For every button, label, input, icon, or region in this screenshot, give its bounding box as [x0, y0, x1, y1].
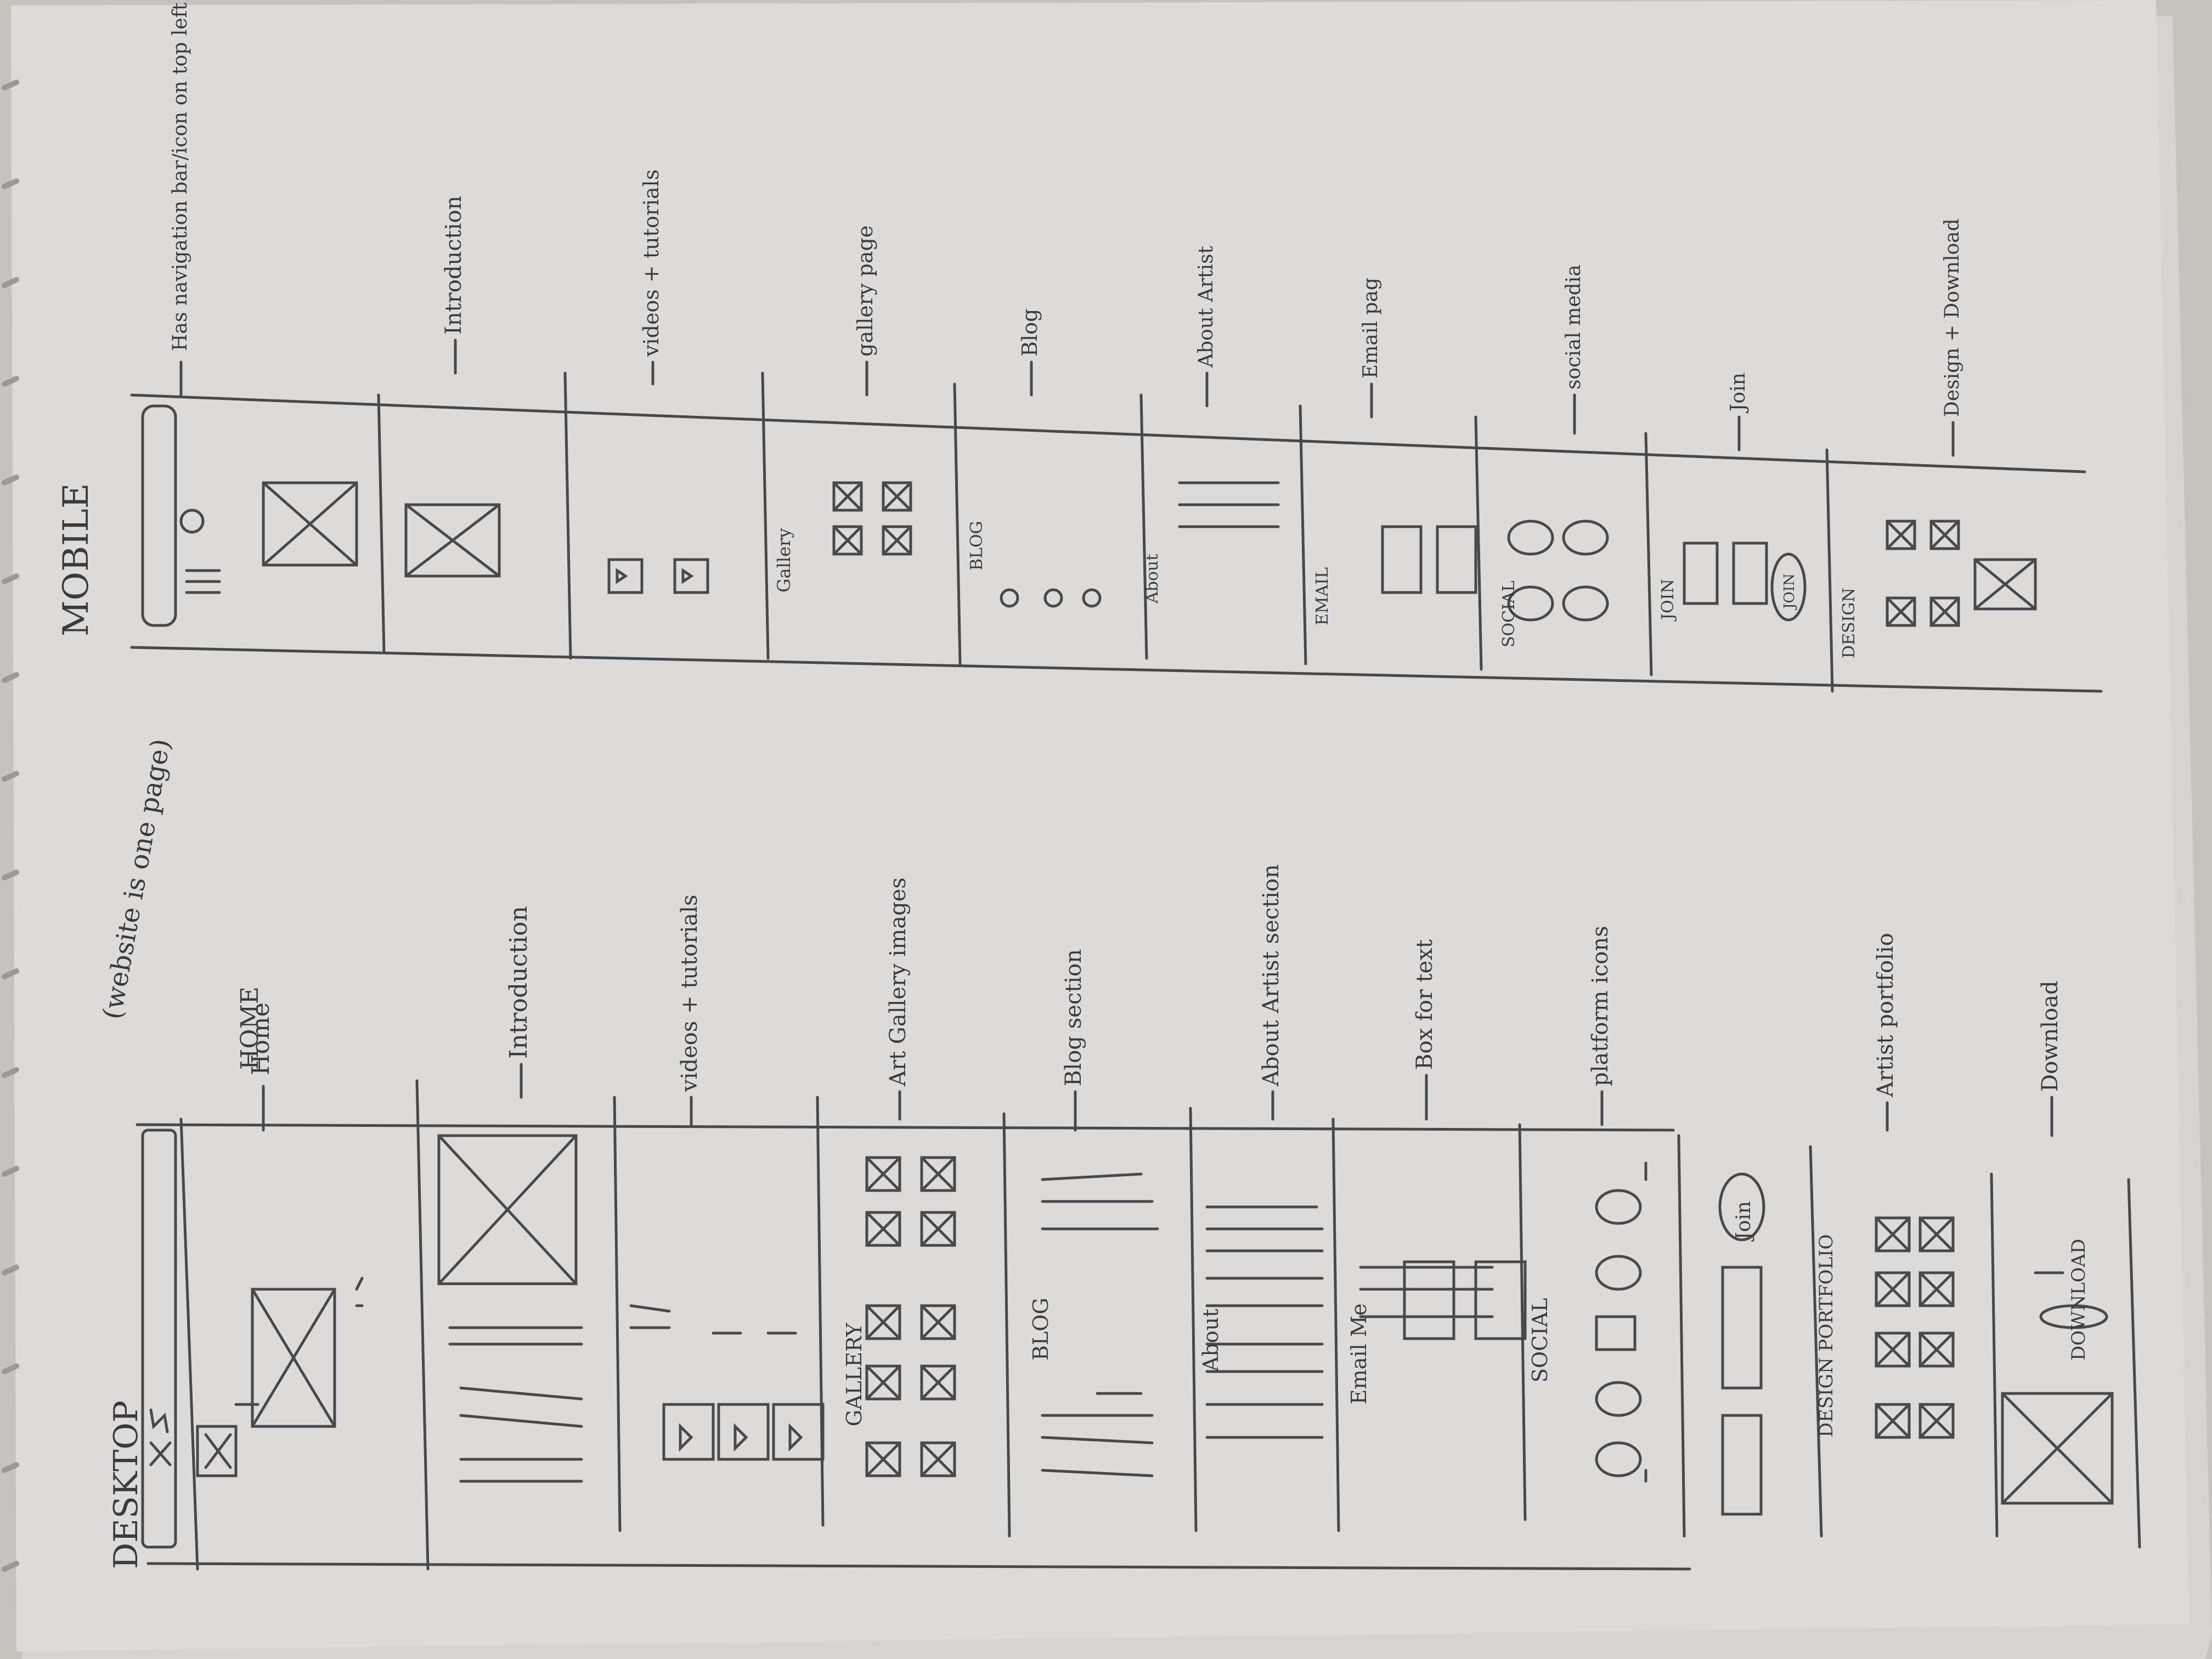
- mobile-section-gallery: Gallery: [774, 528, 794, 592]
- mobile-annotation-nav: Has navigation bar/icon on top left: [169, 2, 191, 351]
- mobile-heading: MOBILE: [56, 483, 97, 636]
- mobile-section-design: DESIGN: [1839, 588, 1859, 658]
- mobile-text: MOBILE Gallery BLOG About EMAIL SOCIAL J…: [56, 2, 1963, 658]
- desktop-annotation-platform: platform icons: [1588, 926, 1613, 1086]
- mobile-annotation-email: Email pag: [1359, 278, 1382, 379]
- desktop-section-blog: BLOG: [1029, 1297, 1053, 1361]
- desktop-section-download: DOWNLOAD: [2068, 1239, 2090, 1361]
- mobile-wireframe: [130, 338, 2103, 693]
- desktop-heading: DESKTOP: [107, 1401, 145, 1569]
- mobile-annotation-join: Join: [1727, 373, 1750, 414]
- mobile-annotation-videos: videos + tutorials: [639, 170, 663, 357]
- mobile-join-button-label: JOIN: [1781, 573, 1798, 611]
- desktop-section-about: About: [1199, 1309, 1223, 1372]
- desktop-section-gallery: GALLERY: [842, 1323, 866, 1426]
- desktop-annotation-videos: videos + tutorials: [677, 895, 702, 1092]
- desktop-annotation-gallery: Art Gallery images: [885, 877, 911, 1087]
- mobile-section-join: JOIN: [1658, 579, 1678, 622]
- desktop-annotation-portfolio: Artist portfolio: [1873, 933, 1898, 1098]
- mobile-section-about: About: [1143, 554, 1162, 604]
- desktop-section-design: DESIGN PORTFOLIO: [1815, 1234, 1837, 1437]
- mobile-annotation-intro: Introduction: [441, 196, 466, 335]
- desktop-section-join: Join: [1733, 1201, 1755, 1242]
- mobile-annotation-blog: Blog: [1018, 309, 1042, 357]
- desktop-annotation-box: Box for text: [1412, 939, 1437, 1070]
- desktop-text: DESKTOP (website is one page) HOME GALLE…: [97, 736, 2090, 1569]
- mobile-section-blog: BLOG: [967, 521, 986, 571]
- mobile-section-social: SOCIAL: [1499, 580, 1519, 647]
- desktop-annotation-blog: Blog section: [1061, 949, 1086, 1086]
- desktop-wireframe: [136, 1063, 2141, 1571]
- mobile-annotation-gallery: gallery page: [853, 225, 877, 357]
- mobile-section-email: EMAIL: [1313, 567, 1332, 625]
- mobile-annotation-social: social media: [1562, 264, 1585, 390]
- desktop-annotation-about: About Artist section: [1259, 864, 1284, 1087]
- mobile-annotation-about: About Artist: [1195, 246, 1217, 368]
- desktop-section-home: HOME: [236, 986, 264, 1070]
- desktop-section-email: Email Me: [1347, 1304, 1371, 1404]
- desktop-annotation-home: Home: [247, 1002, 275, 1075]
- binding-holes: [2, 80, 19, 1572]
- mobile-annotation-design: Design + Download: [1941, 218, 1963, 417]
- desktop-annotation-download: Download: [2038, 981, 2063, 1092]
- desktop-section-social: SOCIAL: [1528, 1298, 1552, 1383]
- paper-sheet: [11, 0, 2189, 1651]
- desktop-annotation-intro: Introduction: [505, 906, 533, 1059]
